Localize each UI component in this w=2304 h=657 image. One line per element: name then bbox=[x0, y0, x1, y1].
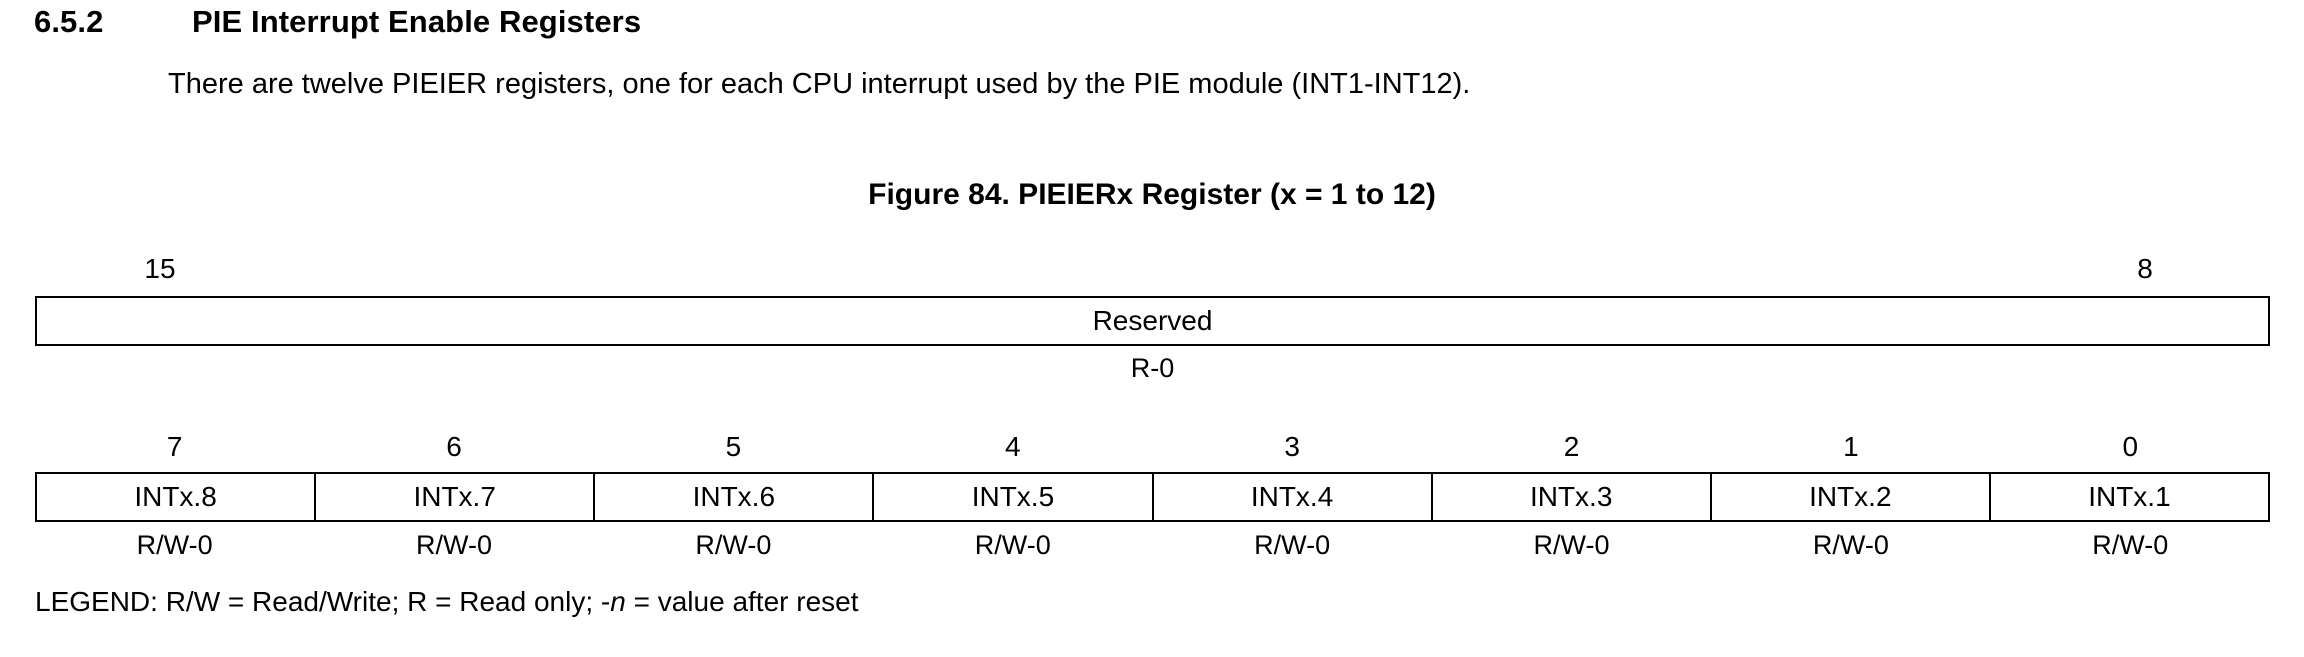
bit-number-row-upper: 15 8 bbox=[35, 252, 2270, 286]
bit-number-15: 15 bbox=[144, 253, 176, 284]
figure-caption: Figure 84. PIEIERx Register (x = 1 to 12… bbox=[868, 178, 1436, 211]
bit-number-0: 0 bbox=[2122, 431, 2139, 462]
access-label-intx-1: R/W-0 bbox=[2092, 530, 2169, 560]
bit-number-spacer bbox=[285, 252, 2020, 286]
access-label-intx-2: R/W-0 bbox=[1812, 530, 1889, 560]
legend-suffix: = value after reset bbox=[625, 586, 859, 617]
access-label-reserved: R-0 bbox=[1130, 353, 1175, 383]
bit-number-7: 7 bbox=[166, 431, 183, 462]
bit-number-2: 2 bbox=[1563, 431, 1580, 462]
bit-number-6: 6 bbox=[446, 431, 462, 462]
register-field-intx-5: INTx.5 bbox=[874, 474, 1154, 520]
bit-number-3: 3 bbox=[1284, 431, 1300, 462]
access-label-intx-4: R/W-0 bbox=[1254, 530, 1331, 560]
register-field-intx-1: INTx.1 bbox=[1990, 474, 2268, 520]
access-row-upper: R-0 bbox=[35, 350, 2270, 386]
register-field-intx-2: INTx.2 bbox=[1711, 474, 1991, 520]
section-heading: 6.5.2 PIE Interrupt Enable Registers bbox=[34, 4, 641, 40]
bit-number-4: 4 bbox=[1005, 431, 1021, 462]
legend-prefix: LEGEND: R/W = Read/Write; R = Read only;… bbox=[35, 586, 611, 617]
register-field-intx-4: INTx.4 bbox=[1153, 474, 1433, 520]
bit-number-1: 1 bbox=[1843, 431, 1859, 462]
bit-number-row-lower: 7 6 5 4 3 2 1 0 bbox=[35, 430, 2270, 464]
legend-italic-n: n bbox=[610, 586, 626, 617]
access-label-intx-6: R/W-0 bbox=[695, 530, 772, 560]
access-label-intx-7: R/W-0 bbox=[416, 530, 493, 560]
register-field-intx-8: INTx.8 bbox=[37, 474, 317, 520]
access-label-intx-8: R/W-0 bbox=[136, 530, 213, 560]
register-field-intx-3: INTx.3 bbox=[1432, 474, 1712, 520]
body-paragraph: There are twelve PIEIER registers, one f… bbox=[168, 68, 1471, 100]
legend: LEGEND: R/W = Read/Write; R = Read only;… bbox=[35, 586, 859, 618]
section-number: 6.5.2 bbox=[34, 4, 104, 39]
access-row-lower: R/W-0 R/W-0 R/W-0 R/W-0 R/W-0 R/W-0 R/W-… bbox=[35, 527, 2270, 563]
section-title: PIE Interrupt Enable Registers bbox=[192, 4, 642, 39]
bit-number-5: 5 bbox=[725, 431, 742, 462]
register-row-reserved: Reserved bbox=[35, 296, 2270, 346]
register-row-intx: INTx.8 INTx.7 INTx.6 INTx.5 INTx.4 INTx.… bbox=[35, 472, 2270, 522]
bit-number-8: 8 bbox=[2137, 253, 2153, 284]
register-field-intx-7: INTx.7 bbox=[316, 474, 596, 520]
access-label-intx-3: R/W-0 bbox=[1533, 530, 1610, 560]
register-field-intx-6: INTx.6 bbox=[595, 474, 875, 520]
access-label-intx-5: R/W-0 bbox=[974, 530, 1051, 560]
register-field-reserved: Reserved bbox=[37, 298, 2268, 344]
